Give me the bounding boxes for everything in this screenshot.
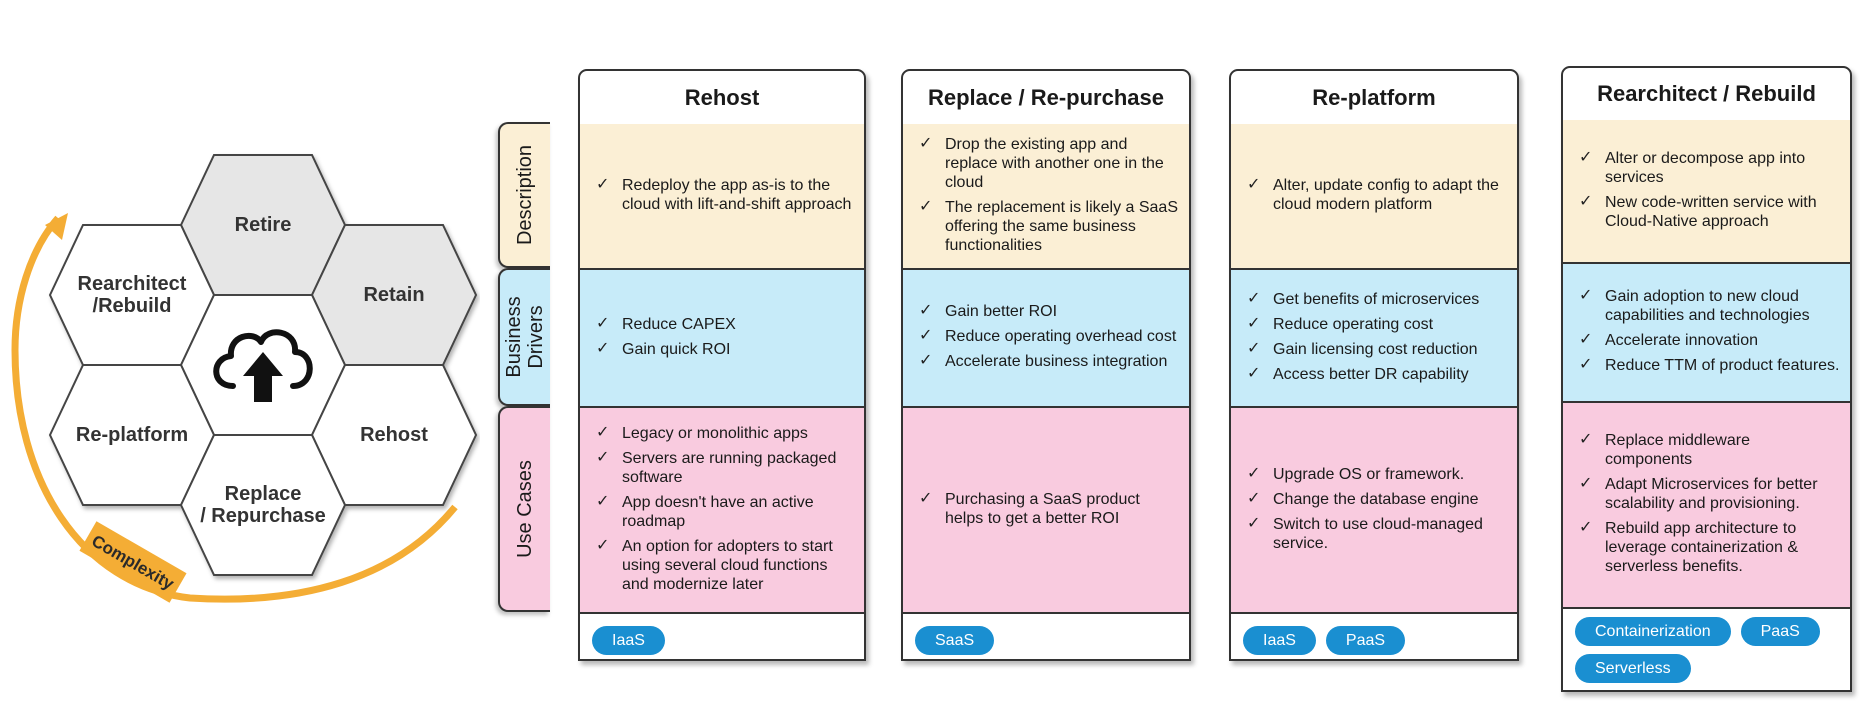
arrowhead-icon	[45, 213, 68, 240]
check-item: Alter or decompose app into services	[1577, 148, 1840, 187]
hex-label-retire: Retire	[235, 214, 292, 236]
platform-tag-containerization: Containerization	[1575, 617, 1731, 646]
column-title: Rehost	[580, 71, 864, 126]
column-replatform: Re-platform Alter, update config to adap…	[1229, 69, 1519, 661]
description-section: Alter, update config to adapt the cloud …	[1231, 124, 1517, 270]
row-header-description: Description	[498, 122, 550, 268]
check-item: Purchasing a SaaS product helps to get a…	[917, 489, 1179, 528]
business-drivers-list: Gain better ROI Reduce operating overhead…	[917, 299, 1179, 377]
check-item: Adapt Microservices for better scalabili…	[1577, 474, 1840, 513]
platform-tag-saas: SaaS	[915, 626, 995, 655]
description-section: Redeploy the app as-is to the cloud with…	[580, 124, 864, 270]
use-cases-list: Replace middleware componentsAdapt Micro…	[1577, 428, 1840, 582]
business-drivers-section: Gain adoption to new cloud capabilities …	[1563, 264, 1850, 403]
description-list: Alter or decompose app into servicesNew …	[1577, 146, 1840, 237]
check-item: The replacement is likely a SaaS offerin…	[917, 197, 1179, 255]
platform-tags: IaaS	[580, 614, 864, 659]
check-item: Accelerate innovation	[1577, 330, 1840, 350]
check-item: Reduce TTM of product features.	[1577, 355, 1840, 375]
use-cases-section: Upgrade OS or framework. Change the datab…	[1231, 408, 1517, 614]
check-item: Get benefits of microservices	[1245, 289, 1507, 309]
platform-tags: SaaS	[903, 614, 1189, 659]
hex-label-replace: Replace/ Repurchase	[200, 483, 326, 527]
check-item: Reduce CAPEX	[594, 314, 854, 334]
use-cases-section: Replace middleware componentsAdapt Micro…	[1563, 403, 1850, 609]
check-item: Gain adoption to new cloud capabilities …	[1577, 286, 1840, 325]
row-label-description: Description	[514, 144, 536, 246]
complexity-tag: Complexity	[79, 521, 187, 603]
column-rearchitect: Rearchitect / Rebuild Alter or decompose…	[1561, 66, 1852, 692]
cloud-upload-icon	[213, 329, 313, 402]
platform-tags: Containerization PaaS Serverless	[1563, 609, 1850, 690]
check-item: Rebuild app architecture to leverage con…	[1577, 518, 1840, 576]
check-item: Drop the existing app and replace with a…	[917, 134, 1179, 192]
column-title: Rearchitect / Rebuild	[1563, 68, 1850, 122]
check-item: Gain quick ROI	[594, 339, 854, 359]
check-item: Accelerate business integration	[917, 351, 1179, 371]
check-item: Switch to use cloud-managed service.	[1245, 514, 1507, 553]
check-item: Servers are running packaged software	[594, 448, 854, 487]
hex-label-retain: Retain	[363, 284, 424, 306]
platform-tag-paas: PaaS	[1740, 617, 1820, 646]
hex-replace	[179, 434, 347, 576]
check-item: Reduce operating overhead cost	[917, 326, 1179, 346]
platform-tag-iaas: IaaS	[1243, 626, 1316, 655]
business-drivers-section: Get benefits of microservicesReduce oper…	[1231, 270, 1517, 408]
check-item: Access better DR capability	[1245, 364, 1507, 384]
check-item: App doesn't have an active roadmap	[594, 492, 854, 531]
business-drivers-section: Gain better ROI Reduce operating overhead…	[903, 270, 1189, 408]
use-cases-section: Purchasing a SaaS product helps to get a…	[903, 408, 1189, 614]
use-cases-list: Legacy or monolithic appsServers are run…	[594, 421, 854, 600]
check-item: Reduce operating cost	[1245, 314, 1507, 334]
check-item: Gain better ROI	[917, 301, 1179, 321]
column-title: Re-platform	[1231, 71, 1517, 126]
platform-tags: IaaS PaaS	[1231, 614, 1517, 659]
check-item: Replace middleware components	[1577, 430, 1840, 469]
check-item: Redeploy the app as-is to the cloud with…	[594, 175, 854, 214]
check-item: Upgrade OS or framework.	[1245, 464, 1507, 484]
description-list: Drop the existing app and replace with a…	[917, 132, 1179, 261]
check-item: Alter, update config to adapt the cloud …	[1245, 175, 1507, 214]
use-cases-section: Legacy or monolithic appsServers are run…	[580, 408, 864, 614]
check-item: Gain licensing cost reduction	[1245, 339, 1507, 359]
check-item: Change the database engine	[1245, 489, 1507, 509]
description-list: Redeploy the app as-is to the cloud with…	[594, 173, 854, 220]
hex-label-replatform: Re-platform	[76, 424, 188, 446]
platform-tag-iaas: IaaS	[592, 626, 665, 655]
hex-label-rearchitect: Rearchitect/Rebuild	[78, 273, 187, 317]
check-item: New code-written service with Cloud-Nati…	[1577, 192, 1840, 231]
row-header-use-cases: Use Cases	[498, 406, 550, 612]
use-cases-list: Upgrade OS or framework. Change the datab…	[1245, 462, 1507, 559]
business-drivers-list: Get benefits of microservicesReduce oper…	[1245, 287, 1507, 390]
description-section: Drop the existing app and replace with a…	[903, 124, 1189, 270]
check-item: An option for adopters to start using se…	[594, 536, 854, 594]
check-item: Legacy or monolithic apps	[594, 423, 854, 443]
column-title: Replace / Re-purchase	[903, 71, 1189, 126]
business-drivers-section: Reduce CAPEX Gain quick ROI	[580, 270, 864, 408]
row-label-use-cases: Use Cases	[514, 460, 536, 558]
column-rehost: Rehost Redeploy the app as-is to the clo…	[578, 69, 866, 661]
migration-strategy-wheel: Retire Rearchitect/Rebuild Retain Re-pla…	[11, 154, 478, 603]
business-drivers-list: Gain adoption to new cloud capabilities …	[1577, 284, 1840, 381]
platform-tag-serverless: Serverless	[1575, 654, 1691, 683]
description-list: Alter, update config to adapt the cloud …	[1245, 173, 1507, 220]
business-drivers-list: Reduce CAPEX Gain quick ROI	[594, 312, 854, 365]
hex-label-rehost: Rehost	[360, 424, 428, 446]
description-section: Alter or decompose app into servicesNew …	[1563, 120, 1850, 264]
platform-tag-paas: PaaS	[1325, 626, 1406, 655]
use-cases-list: Purchasing a SaaS product helps to get a…	[917, 487, 1179, 534]
column-replace: Replace / Re-purchase Drop the existing …	[901, 69, 1191, 661]
